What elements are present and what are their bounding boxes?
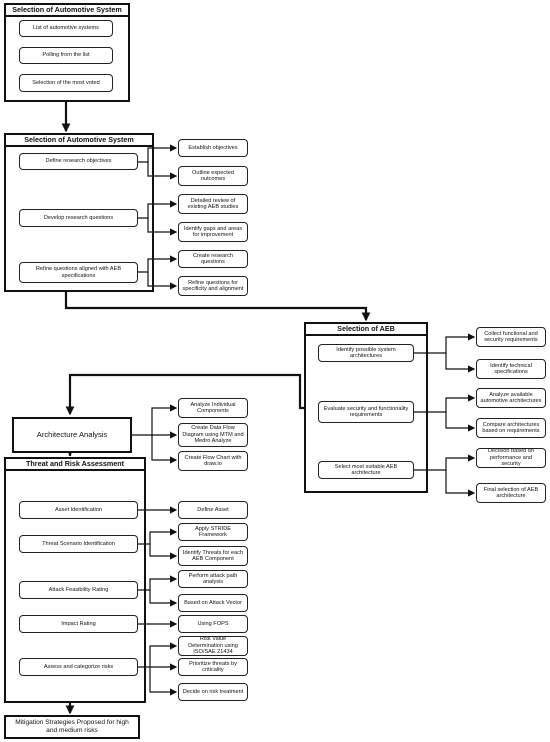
apply-stride: Apply STRIDE Framework xyxy=(178,523,248,541)
flow-aeb-to-arch xyxy=(65,373,304,416)
branch-objectives xyxy=(138,144,178,163)
aeb-frame xyxy=(304,322,428,493)
branch-objectives-2 xyxy=(147,162,178,180)
risk-value-determination: Risk Value Determination using ISO/SAE 2… xyxy=(178,636,248,656)
branch-refine-2 xyxy=(147,272,178,290)
tara-frame xyxy=(4,457,146,703)
branch-questions xyxy=(138,200,178,219)
branch-arch-1 xyxy=(132,404,178,436)
identify-gaps: Identify gaps and areas for improvement xyxy=(178,222,248,242)
attack-vector: Based on Attack Vector xyxy=(178,594,248,612)
establish-objectives: Establish objectives xyxy=(178,139,248,157)
branch-arch-3 xyxy=(151,435,178,464)
refine-questions-box: Refine questions aligned with AEB specif… xyxy=(19,262,138,283)
using-fops: Using FOPS xyxy=(178,615,248,633)
decide-risk-treatment: Decide on risk treatment xyxy=(178,683,248,701)
section1-title: Selection of Automotive System xyxy=(4,3,130,17)
branch-aeb-1b xyxy=(445,353,476,373)
section1-frame xyxy=(4,3,130,102)
architecture-analysis-box: Architecture Analysis xyxy=(12,417,132,453)
section1-item-3: Selection of the most voted xyxy=(19,74,113,92)
compare-architectures: Compare architectures based on requireme… xyxy=(476,418,546,438)
review-aeb-studies: Detailed review of existing AEB studies xyxy=(178,194,248,214)
branch-questions-2 xyxy=(147,218,178,236)
branch-tara-3b xyxy=(149,590,178,607)
prioritize-threats: Prioritize threats by criticality xyxy=(178,658,248,676)
analyze-architectures: Analyze available automotive architectur… xyxy=(476,388,546,408)
research-objectives-box: Define research objectives xyxy=(19,153,138,170)
tara-title: Threat and Risk Assessment xyxy=(4,457,146,471)
research-questions-box: Develop research questions xyxy=(19,209,138,227)
branch-aeb-3 xyxy=(414,454,476,471)
select-aeb-architecture-box: Select most suitable AEB architecture xyxy=(318,461,414,479)
section2-title: Selection of Automotive System xyxy=(4,133,154,147)
create-data-flow-diagram: Create Data Flow Diagram using MTM and M… xyxy=(178,423,248,447)
define-asset: Define Asset xyxy=(178,501,248,519)
branch-refine xyxy=(138,255,178,273)
attack-path-analysis: Perform attack path analysis xyxy=(178,570,248,588)
branch-aeb-2b xyxy=(445,412,476,432)
branch-aeb-3b xyxy=(445,470,476,497)
impact-rating-box: Impact Rating xyxy=(19,615,138,633)
analyze-components: Analyze Individual Components xyxy=(178,398,248,418)
collect-requirements: Collect functional and security requirem… xyxy=(476,327,546,347)
attack-feasibility-box: Attack Feasibility Rating xyxy=(19,581,138,599)
asset-identification-box: Asset Identification xyxy=(19,501,138,519)
identify-technical-specs: Identify technical specifications xyxy=(476,359,546,379)
section1-item-1: List of automotive systems xyxy=(19,20,113,37)
section1-item-2: Polling from the list xyxy=(19,47,113,64)
create-flow-chart: Create Flow Chart with draw.io xyxy=(178,451,248,471)
create-research-questions: Create research questions xyxy=(178,250,248,268)
branch-aeb-2 xyxy=(414,394,476,413)
final-aeb-selection: Final selection of AEB architecture xyxy=(476,483,546,503)
refine-for-specificity: Refine questions for specificity and ali… xyxy=(178,276,248,296)
decision-performance-security: Decision based on performance and securi… xyxy=(476,448,546,468)
threat-scenario-box: Threat Scenario Identification xyxy=(19,535,138,553)
flow-s2-to-aeb xyxy=(64,292,371,322)
aeb-title: Selection of AEB xyxy=(304,322,428,336)
outline-outcomes: Outline expected outcomes xyxy=(178,166,248,186)
branch-aeb-1 xyxy=(414,333,476,354)
assess-risks-box: Assess and categorize risks xyxy=(19,658,138,676)
branch-tara-5c xyxy=(149,667,178,696)
section2-frame xyxy=(4,133,154,292)
evaluate-requirements-box: Evaluate security and functionality requ… xyxy=(318,401,414,423)
identify-architectures-box: Identify possible system architectures xyxy=(318,344,414,362)
branch-tara-2b xyxy=(149,544,178,560)
identify-threats: Identify Threats for each AEB Component xyxy=(178,546,248,566)
mitigation-strategies-box: Mitigation Strategies Proposed for high … xyxy=(4,715,140,739)
